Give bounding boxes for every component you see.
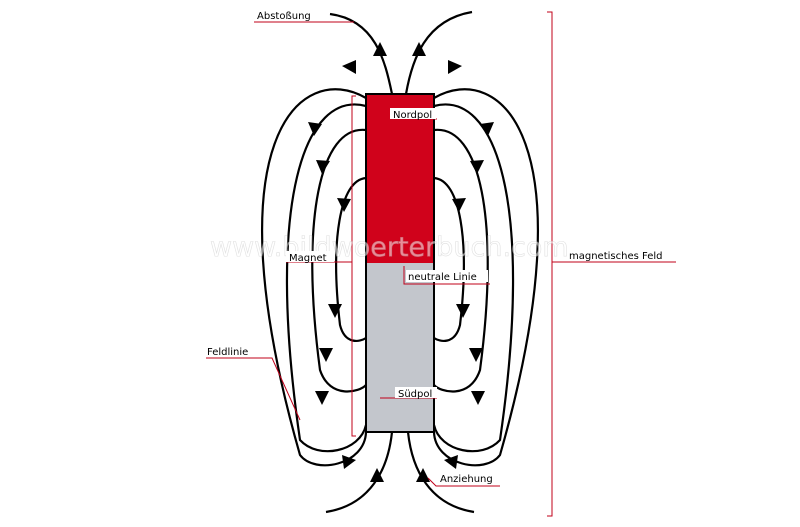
attraction-lines: [325, 431, 475, 514]
field-line-right-3: [433, 128, 489, 393]
magnet-bracket: [351, 95, 356, 437]
arrowhead-icon: [416, 468, 430, 482]
arrowhead-icon: [328, 304, 342, 318]
arrowhead-icon: [315, 391, 329, 405]
leader-feldlinie: [206, 357, 301, 421]
repulsion-line-right: [404, 10, 473, 95]
label-suedpol: Südpol: [398, 389, 432, 400]
arrowhead-icon: [316, 160, 330, 174]
south-pole: [366, 263, 434, 432]
label-feldlinie: Feldlinie: [207, 347, 248, 358]
field-line-right-4: [433, 176, 465, 343]
arrowhead-icon: [337, 198, 351, 212]
field-line-left-3: [311, 128, 367, 393]
field-bracket: [547, 11, 553, 517]
label-nordpol: Nordpol: [393, 110, 432, 121]
field-line-left-4: [335, 176, 367, 343]
magnet: [365, 93, 435, 433]
arrowhead-icon: [370, 468, 384, 482]
arrowhead-icon: [373, 42, 387, 56]
arrowhead-icon: [412, 42, 426, 56]
arrowhead-icon: [448, 60, 462, 74]
label-magnetisches-feld: magnetisches Feld: [569, 251, 662, 262]
field-line-left-2: [285, 103, 368, 453]
arrowhead-icon: [471, 391, 485, 405]
watermark: www.bildwoerterbuch.com: [210, 232, 569, 263]
label-anziehung: Anziehung: [440, 474, 493, 485]
arrowhead-icon: [444, 455, 458, 469]
north-pole: [366, 94, 434, 263]
arrowhead-icon: [470, 160, 484, 174]
arrowhead-icon: [452, 198, 466, 212]
field-line-left-1: [260, 88, 368, 467]
labels: Abstoßung Nordpol Magnet neutrale Linie …: [207, 11, 662, 485]
label-magnet: Magnet: [289, 253, 327, 264]
repulsion-lines: [329, 10, 473, 95]
arrowhead-icon: [480, 122, 494, 136]
field-arrows: [308, 42, 494, 482]
arrowhead-icon: [319, 348, 333, 362]
label-abstossung: Abstoßung: [257, 11, 311, 22]
arrowhead-icon: [342, 455, 356, 469]
arrowhead-icon: [456, 304, 470, 318]
field-line-right-2: [432, 103, 515, 453]
arrowhead-icon: [342, 60, 356, 74]
magnet-outline: [365, 93, 435, 433]
attraction-line-right: [406, 431, 475, 514]
brackets: [351, 11, 553, 517]
attraction-line-left: [325, 431, 394, 514]
arrowhead-icon: [308, 122, 322, 136]
label-neutrale-linie: neutrale Linie: [408, 272, 477, 283]
field-line-right-1: [432, 88, 540, 467]
field-lines-left: [260, 88, 368, 467]
repulsion-line-left: [329, 12, 394, 95]
field-lines-right: [432, 88, 540, 467]
leader-anziehung: [427, 477, 500, 487]
arrowhead-icon: [469, 348, 483, 362]
leader-neutrale-linie: [403, 266, 490, 285]
